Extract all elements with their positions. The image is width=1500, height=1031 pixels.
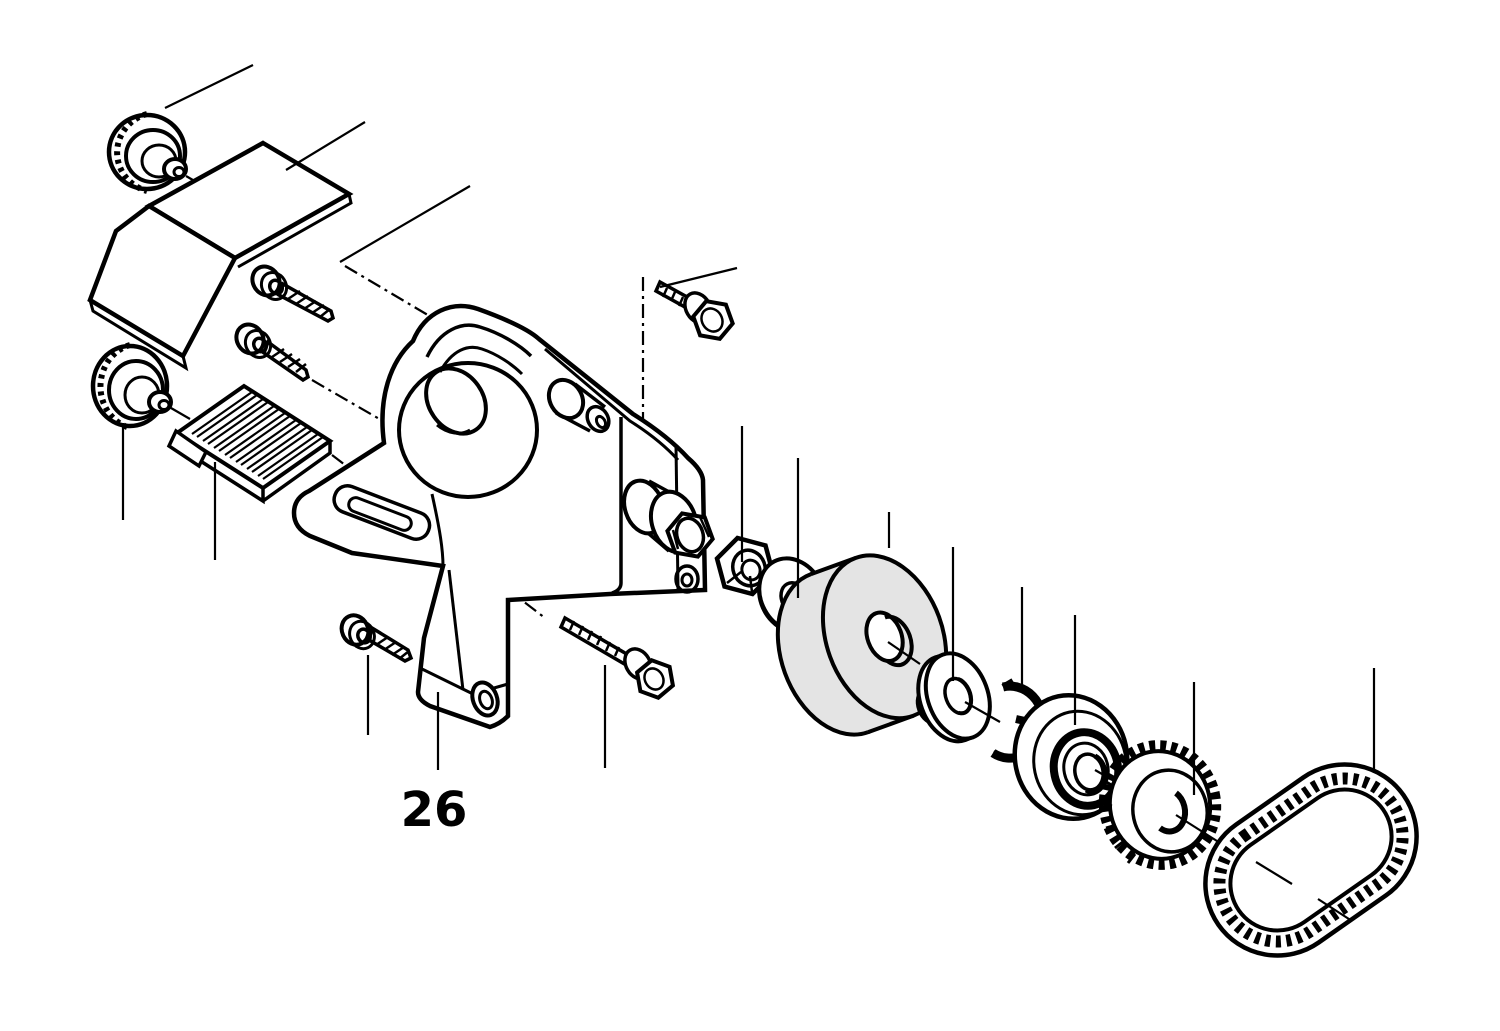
toothed-drive-belt [1203, 762, 1419, 958]
leader-screws [339, 185, 471, 263]
knurl-texture [97, 342, 131, 431]
side-teeth [1100, 778, 1137, 864]
support-washer [915, 651, 992, 744]
knurled-knob-lower [90, 342, 191, 431]
belt-teeth [1213, 772, 1409, 948]
toothed-belt-pulley [1098, 740, 1222, 870]
housing-pin [546, 377, 611, 434]
cover-plate-flap [87, 203, 238, 360]
belt-inner-edge [1228, 787, 1394, 933]
screw-thread [271, 347, 307, 373]
ball-bearing [1012, 692, 1130, 822]
leader-bolt-short [659, 266, 738, 289]
bearing-boss [397, 361, 539, 499]
hex-bolt-long [558, 615, 676, 700]
washer-face [923, 651, 992, 741]
screw-thread [375, 635, 410, 660]
knurled-knob-upper [106, 111, 211, 194]
screw-thread [287, 289, 331, 318]
pulley-bore [1158, 790, 1189, 835]
bolt-thread [661, 287, 685, 307]
hex-bolt-short [653, 279, 735, 341]
pan-head-screw-2 [234, 322, 311, 383]
boss-bore [424, 366, 488, 436]
leader-knob-upper [164, 64, 254, 109]
roller-bore [864, 610, 905, 663]
tension-roller [775, 553, 949, 737]
pulley-teeth [1098, 740, 1222, 870]
ribbed-insert-pad [166, 383, 334, 505]
leader-cover-plate [285, 121, 366, 171]
bolt-thread [568, 620, 621, 657]
knurl-texture [114, 111, 148, 194]
pan-head-screw-1 [250, 264, 336, 324]
plate-hole [674, 564, 700, 594]
cover-plate [87, 140, 354, 372]
pan-head-screw-3 [339, 613, 414, 663]
bearing-race [1049, 728, 1123, 810]
plate-thickness [88, 193, 353, 372]
bolt-head [691, 299, 735, 341]
bracket-housing [291, 303, 715, 730]
pad-ribs [191, 391, 324, 480]
pad-tab [166, 428, 209, 469]
leader-lines [121, 64, 1376, 795]
arm-slot [332, 483, 432, 541]
bolt-head [634, 658, 676, 700]
arch-inner-edge [425, 323, 533, 358]
housing-shaft-boss [622, 478, 715, 559]
part-number-label: 26 [401, 782, 468, 838]
pulley-face [1131, 768, 1209, 854]
